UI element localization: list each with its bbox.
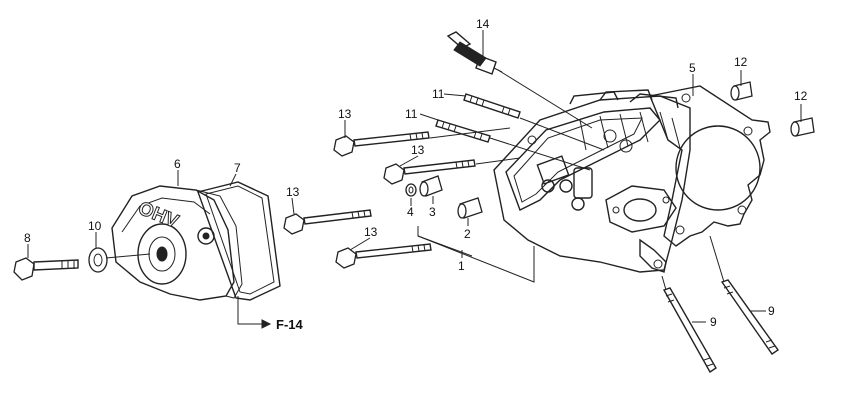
long-stud-bolt-left	[662, 287, 717, 374]
cover-marking-text: OHV	[135, 198, 181, 233]
callout-13-lower: 13	[364, 225, 378, 239]
callout-9-left: 9	[710, 315, 717, 329]
sealing-washer-10	[88, 247, 108, 273]
callout-6: 6	[174, 157, 181, 171]
dowel-pin-upper	[730, 81, 753, 101]
callout-14: 14	[476, 17, 490, 31]
valve-guide-3	[419, 175, 443, 197]
flange-bolt-lower	[335, 243, 432, 269]
reference-f14: F-14	[261, 317, 304, 332]
callout-12-upper: 12	[734, 55, 748, 69]
reference-code: F-14	[276, 317, 304, 332]
stud-bolt-lower	[435, 119, 491, 143]
callout-10: 10	[88, 219, 102, 233]
cylinder-head-gasket	[649, 85, 771, 247]
callout-1: 1	[458, 259, 465, 273]
callout-7: 7	[234, 161, 241, 175]
callout-2: 2	[464, 227, 471, 241]
dowel-pin-right	[790, 117, 815, 137]
callout-4: 4	[407, 205, 414, 219]
callout-12-right: 12	[794, 89, 808, 103]
callout-3: 3	[429, 205, 436, 219]
long-stud-bolt-right	[720, 279, 779, 355]
callout-13-mid: 13	[411, 143, 425, 157]
callout-labels: 14 11 11 5 12 12 13 13 13 13 6 7 4 3 2 1…	[24, 17, 808, 329]
callout-5: 5	[689, 61, 696, 75]
washer-4	[405, 183, 417, 197]
flange-bolt-mid	[383, 159, 476, 185]
callout-11-lower: 11	[405, 107, 418, 121]
stud-bolt-upper	[463, 93, 521, 119]
leader-lines	[27, 30, 802, 325]
head-cover-gasket	[197, 181, 281, 301]
cover-bolt-8	[13, 257, 79, 281]
callout-11-upper: 11	[432, 87, 445, 101]
flange-bolt-upper	[333, 131, 430, 157]
callout-13-upper: 13	[338, 107, 352, 121]
spark-plug	[446, 31, 503, 75]
callout-8: 8	[24, 231, 31, 245]
flange-bolt-left	[283, 209, 372, 235]
valve-guide-2	[457, 197, 483, 219]
callout-9-right: 9	[768, 304, 775, 318]
cylinder-head	[493, 89, 691, 273]
callout-13-left: 13	[286, 185, 300, 199]
